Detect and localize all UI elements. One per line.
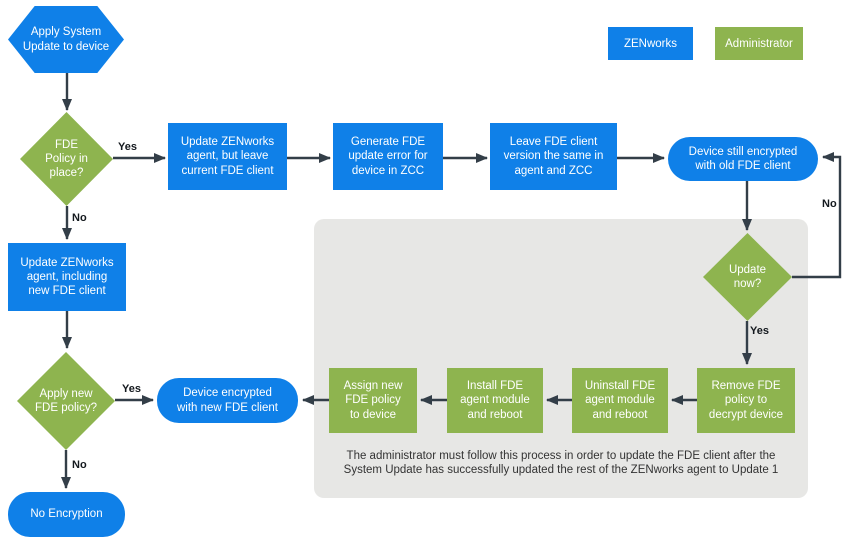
node-no-encryption: No Encryption xyxy=(8,492,125,537)
edge-label-apply-yes: Yes xyxy=(122,383,141,395)
legend-zenworks-label: ZENworks xyxy=(623,37,678,50)
edge-label-update-now-yes: Yes xyxy=(750,325,769,337)
edge-label-apply-no: No xyxy=(72,459,87,471)
node-install-agent-module: Install FDE agent module and reboot xyxy=(447,368,543,433)
legend-zenworks: ZENworks xyxy=(608,27,693,60)
legend-administrator: Administrator xyxy=(715,27,803,60)
edge-label-update-now-no: No xyxy=(822,198,837,210)
edge-updatenow-no-loop xyxy=(792,152,842,279)
node-update-agent-new-client: Update ZENworks agent, including new FDE… xyxy=(8,243,126,311)
node-leave-client-version: Leave FDE client version the same in age… xyxy=(490,123,617,190)
node-encrypted-new-client: Device encrypted with new FDE client xyxy=(157,378,298,423)
node-apply-system-update: Apply System Update to device xyxy=(8,6,124,73)
administrator-process-note: The administrator must follow this proce… xyxy=(343,450,779,476)
node-generate-fde-error: Generate FDE update error for device in … xyxy=(333,123,443,190)
edge-label-policy-yes: Yes xyxy=(118,141,137,153)
edge-label-policy-no: No xyxy=(72,212,87,224)
node-remove-fde-policy: Remove FDE policy to decrypt device xyxy=(697,368,795,433)
node-update-agent-leave-client: Update ZENworks agent, but leave current… xyxy=(168,123,287,190)
node-uninstall-agent-module: Uninstall FDE agent module and reboot xyxy=(572,368,668,433)
node-assign-new-fde-policy: Assign new FDE policy to device xyxy=(329,368,417,433)
legend-administrator-label: Administrator xyxy=(725,37,793,50)
node-still-encrypted-old-client: Device still encrypted with old FDE clie… xyxy=(668,137,818,181)
